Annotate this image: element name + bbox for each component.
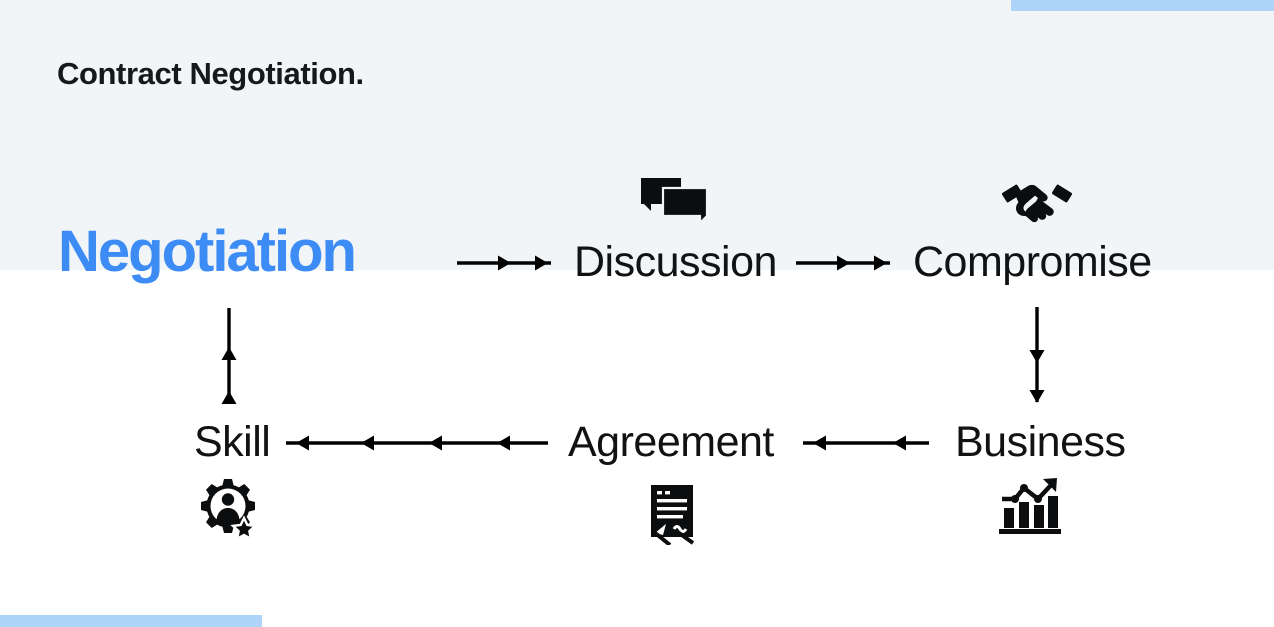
connector-skill-to-negotiation-icon bbox=[221, 308, 237, 404]
connector-compromise-to-business-icon bbox=[1029, 307, 1045, 403]
connector-business-to-agreement-icon bbox=[803, 435, 929, 451]
bar-chart-growth-icon bbox=[999, 478, 1061, 534]
node-label-compromise[interactable]: Compromise bbox=[913, 238, 1152, 286]
page-title-highlight: Negotiation. bbox=[189, 56, 367, 93]
connector-agreement-to-skill-icon bbox=[286, 435, 548, 451]
handshake-icon bbox=[1002, 184, 1072, 223]
node-label-negotiation[interactable]: Negotiation bbox=[58, 219, 357, 284]
connector-negotiation-to-discussion-icon bbox=[457, 255, 551, 271]
node-label-skill[interactable]: Skill bbox=[194, 418, 271, 466]
node-label-discussion[interactable]: Discussion bbox=[574, 238, 777, 286]
top-right-accent-bar bbox=[1011, 0, 1274, 11]
connector-discussion-to-compromise-icon bbox=[796, 255, 890, 271]
contract-document-icon bbox=[651, 485, 695, 545]
node-label-agreement[interactable]: Agreement bbox=[568, 418, 774, 466]
page-title: Contract Negotiation. bbox=[57, 56, 367, 93]
bottom-left-accent-bar bbox=[0, 615, 262, 627]
page-title-prefix: Contract bbox=[57, 56, 190, 91]
header-band bbox=[0, 0, 1274, 270]
gear-person-star-icon bbox=[201, 479, 258, 541]
chat-bubbles-icon bbox=[641, 178, 707, 226]
node-label-business[interactable]: Business bbox=[955, 418, 1126, 466]
